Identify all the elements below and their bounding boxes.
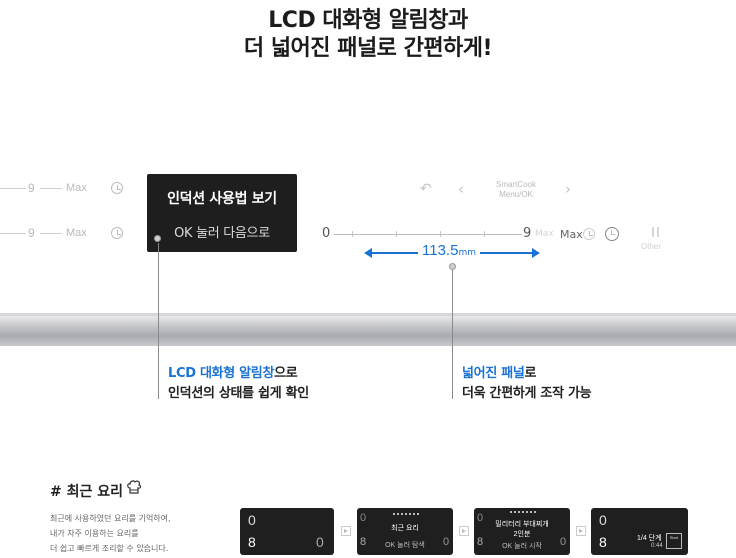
slider-level: 9 xyxy=(523,226,532,241)
other-label[interactable]: Other xyxy=(641,242,662,251)
lcd-marker-dot xyxy=(154,235,161,242)
screen-3-bottom-digit: 8 xyxy=(477,536,484,548)
measure-arrow-right-icon xyxy=(532,248,540,258)
right-callout: 넓어진 패널로 더욱 간편하게 조작 가능 xyxy=(462,364,592,404)
slider-tick xyxy=(484,231,485,237)
row1-max: Max xyxy=(66,182,87,194)
recent-desc-line2: 내가 자주 이용하는 요리를 xyxy=(50,529,139,538)
screen-3: 0 8 밀리터리 부대찌개 2인분 OK 눌러 시작 0 xyxy=(474,508,570,555)
headline-line2: 더 넓어진 패널로 간편하게! xyxy=(243,36,493,61)
left-callout: LCD 대화형 알림창으로 인덕션의 상태를 쉽게 확인 xyxy=(168,364,309,404)
right-callout-line2: 더욱 간편하게 조작 가능 xyxy=(462,386,592,401)
slider-min: 0 xyxy=(322,226,331,241)
row2-max: Max xyxy=(66,227,87,239)
measure-unit: mm xyxy=(458,248,476,258)
screen-1: 0 8 0 xyxy=(240,508,334,555)
screen-3-label1: 밀리터리 부대찌개 xyxy=(495,521,549,528)
back-icon[interactable]: ↶ xyxy=(420,181,432,197)
measure-value: 113.5 xyxy=(422,242,459,259)
arrow-right-icon xyxy=(341,526,351,536)
smartcook-label[interactable]: SmartCook xyxy=(495,180,536,189)
chef-hat-icon xyxy=(126,479,142,495)
lcd-display: 인덕션 사용법 보기 OK 눌러 다음으로 xyxy=(147,174,297,252)
lcd-line2: OK 눌러 다음으로 xyxy=(174,226,270,241)
screen-2-right-digit: 0 xyxy=(443,536,450,548)
measure-arrow-left-icon xyxy=(364,248,372,258)
screen-4-top-digit: 0 xyxy=(599,512,607,528)
panel-top-edge xyxy=(0,313,736,317)
screen-1-top-digit: 0 xyxy=(248,512,256,528)
recent-desc-line1: 최근에 사용하였던 요리를 기억하여, xyxy=(50,514,171,523)
chevron-right-icon[interactable]: › xyxy=(565,180,571,198)
screen-3-right-digit: 0 xyxy=(560,536,567,548)
slider-track[interactable] xyxy=(334,234,522,235)
recent-title: # 최근 요리 xyxy=(50,484,123,500)
row2-level: 9 xyxy=(28,226,35,240)
slider-tick xyxy=(396,231,397,237)
pause-bar-right xyxy=(657,227,659,237)
arrow-right-icon xyxy=(576,526,586,536)
headline-line1: LCD 대화형 알림창과 xyxy=(268,8,468,33)
left-callout-line xyxy=(158,243,159,399)
chevron-left-icon[interactable]: ‹ xyxy=(458,180,464,198)
screen-4-start-badge: Start xyxy=(666,533,682,549)
screen-4-bottom-digit: 8 xyxy=(599,534,607,550)
screen-3-label1b: 2인분 xyxy=(513,531,531,538)
screen-4: 0 8 1/4 단계 0:44 Start xyxy=(591,508,688,555)
pause-bar-left xyxy=(652,227,654,237)
row2-line xyxy=(0,233,26,234)
screen-3-page-dots xyxy=(510,511,536,515)
screen-2-top-digit: 0 xyxy=(360,512,367,524)
screen-4-start-label: Start xyxy=(669,535,679,540)
slider-ghost-max: Max xyxy=(535,229,554,239)
screen-4-step: 1/4 단계 xyxy=(637,535,662,542)
ghost-timer-icon xyxy=(583,228,595,240)
right-callout-highlight: 넓어진 패널 xyxy=(462,366,525,381)
row2-line2 xyxy=(40,233,62,234)
screen-1-right-digit: 0 xyxy=(316,534,324,550)
screen-2-label2: OK 눌러 탐색 xyxy=(385,542,425,549)
screen-4-time: 0:44 xyxy=(651,543,663,549)
slider-tick xyxy=(440,231,441,237)
screen-2-label1: 최근 요리 xyxy=(391,525,419,532)
cooktop-panel-edge xyxy=(0,316,736,346)
lcd-line1: 인덕션 사용법 보기 xyxy=(167,191,277,207)
screen-3-label2: OK 눌러 시작 xyxy=(502,543,542,550)
recent-desc-line3: 더 쉽고 빠르게 조리할 수 있습니다. xyxy=(50,544,169,553)
screen-1-bottom-digit: 8 xyxy=(248,534,256,550)
left-callout-line2: 인덕션의 상태를 쉽게 확인 xyxy=(168,386,309,401)
row1-line2 xyxy=(40,188,62,189)
slider-tick xyxy=(352,231,353,237)
left-callout-suffix: 으로 xyxy=(274,366,298,381)
screen-3-top-digit: 0 xyxy=(477,512,484,524)
panel-marker-dot xyxy=(449,263,456,270)
screen-2-bottom-digit: 8 xyxy=(360,536,367,548)
arrow-right-icon xyxy=(459,526,469,536)
row1-level: 9 xyxy=(28,181,35,195)
row1-timer-icon[interactable] xyxy=(111,182,123,194)
row1-line xyxy=(0,188,26,189)
row2-timer-icon[interactable] xyxy=(111,227,123,239)
screen-2: 0 8 최근 요리 OK 눌러 탐색 0 xyxy=(357,508,453,555)
slider-max: Max xyxy=(560,228,583,241)
left-callout-highlight: LCD 대화형 알림창 xyxy=(168,366,275,381)
right-callout-line xyxy=(452,270,453,399)
timer-icon[interactable] xyxy=(605,227,619,241)
screen-2-page-dots xyxy=(393,513,419,517)
smartcook-sub-label: Menu/OK xyxy=(499,190,533,199)
right-callout-suffix: 로 xyxy=(524,366,537,381)
